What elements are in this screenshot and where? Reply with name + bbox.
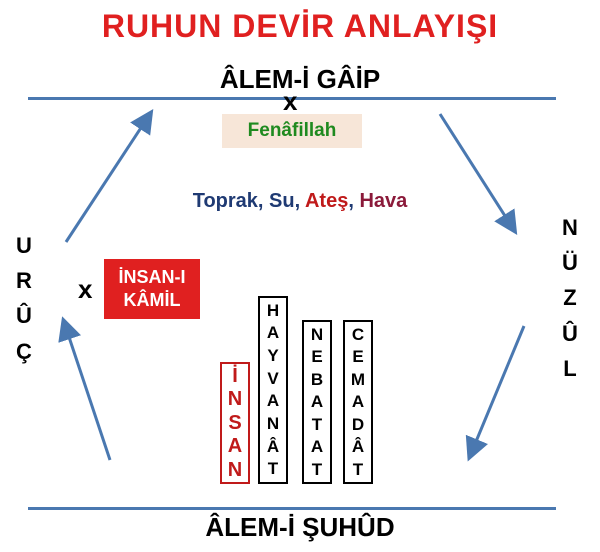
column-nebatat: N E B A T A T [302, 320, 332, 484]
element-separator: , [257, 190, 270, 212]
element-toprak: Toprak [192, 190, 258, 212]
insan-kamil-line: KÂMİL [123, 290, 181, 310]
alem-i-gaip-label: ÂLEM-İ GÂİP [219, 64, 381, 94]
column-letter: N [266, 413, 280, 433]
column-letter: Â [266, 436, 280, 456]
column-insan: İ N S A N [220, 362, 250, 484]
column-letter: N [227, 458, 243, 481]
nuzul-vertical-label: N Ü Z Û L [558, 210, 582, 386]
nuzul-letter: L [563, 355, 577, 381]
arrow-uruc-lower [58, 316, 112, 461]
column-letter: T [311, 459, 323, 479]
element-su: Su [269, 190, 295, 212]
column-letter: D [351, 414, 365, 434]
column-letter: B [310, 369, 324, 389]
insan-kamil-line: İNSAN-I [118, 266, 186, 287]
column-letter: A [227, 435, 243, 457]
column-letter: S [228, 411, 242, 434]
column-letter: T [352, 459, 364, 479]
arrow-nuzul-lower [465, 325, 526, 462]
column-hayvanat: H A Y V A N Â T [258, 296, 288, 484]
bottom-horizontal-line [28, 507, 556, 510]
column-letter: A [310, 437, 324, 456]
top-horizontal-line [28, 97, 556, 100]
arrow-uruc-upper [64, 108, 154, 243]
column-letter: V [267, 368, 279, 388]
column-letter: N [310, 324, 324, 344]
column-letter: T [267, 459, 279, 479]
column-letter: C [351, 324, 365, 344]
nuzul-letter: N [562, 215, 578, 240]
element-separator: , [294, 190, 305, 212]
insan-kamil-x-mark: x [78, 274, 93, 304]
column-letter: E [311, 347, 323, 366]
nuzul-letter: Û [562, 320, 578, 346]
column-letter: Â [351, 437, 365, 456]
elements-line: Toprak, Su, Ateş, Hava [0, 190, 600, 213]
column-letter: N [227, 388, 243, 410]
column-letter: A [351, 392, 365, 411]
column-letter: İ [232, 364, 238, 387]
column-letter: A [266, 323, 280, 343]
nuzul-letter: Ü [562, 250, 578, 276]
column-letter: E [352, 347, 364, 366]
alem-i-suhud-label: ÂLEM-İ ŞUHÛD [205, 512, 395, 542]
column-letter: M [350, 369, 366, 389]
uruc-letter: Û [16, 303, 32, 329]
top-x-mark: x [283, 86, 298, 116]
column-letter: A [266, 391, 280, 411]
element-ates: Ateş [304, 190, 349, 212]
uruc-letter: R [16, 268, 32, 294]
column-cemadat: C E M A D Â T [343, 320, 373, 484]
element-separator: , [348, 190, 360, 212]
column-letter: Y [267, 345, 279, 365]
fenafillah-box: Fenâfillah [222, 114, 362, 148]
uruc-letter: Ç [16, 338, 32, 364]
insan-i-kamil-box: İNSAN-I KÂMİL [104, 259, 200, 319]
column-letter: H [266, 300, 280, 320]
diagram-title: RUHUN DEVİR ANLAYIŞI [101, 8, 499, 44]
arrow-nuzul-upper [438, 113, 518, 236]
column-letter: A [310, 392, 324, 411]
column-letter: T [311, 414, 323, 434]
nuzul-letter: Z [563, 285, 577, 311]
uruc-letter: U [16, 233, 32, 258]
uruc-vertical-label: U R Û Ç [12, 228, 36, 369]
element-hava: Hava [359, 190, 408, 212]
